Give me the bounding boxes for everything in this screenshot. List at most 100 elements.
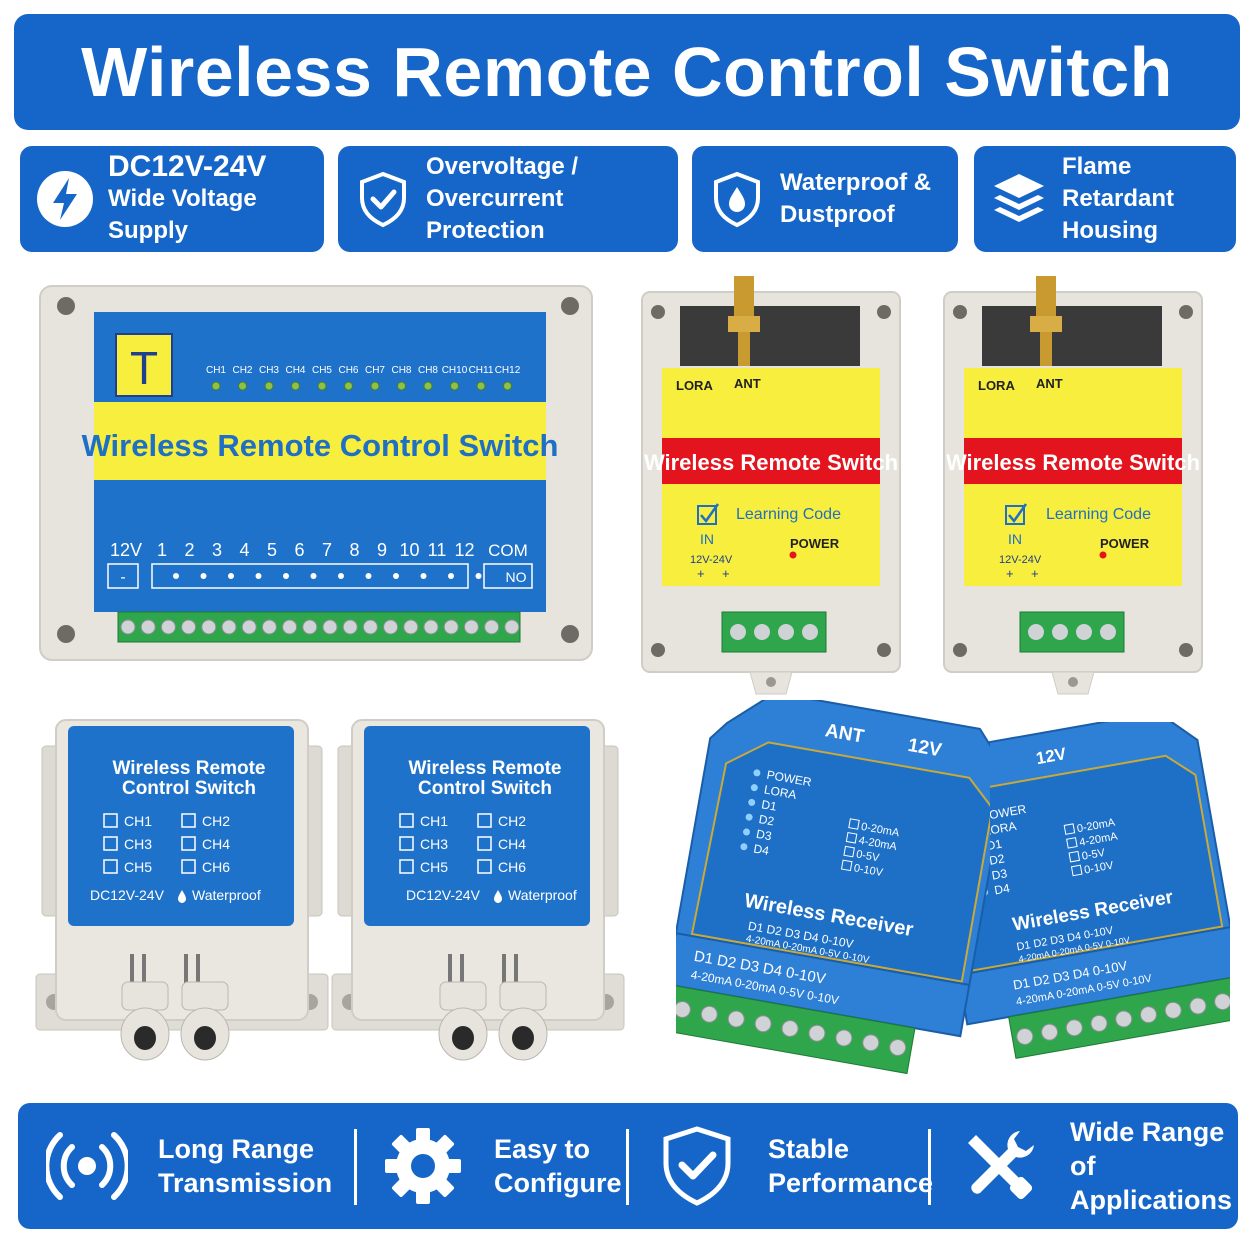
com-label: COM	[488, 541, 528, 560]
terminal-screw	[403, 619, 419, 635]
channel-label: CH3	[124, 836, 152, 852]
channel-label: CH8	[391, 365, 411, 376]
terminal-number: 6	[294, 540, 304, 560]
terminal-dot	[255, 573, 262, 579]
lora-label: LORA	[676, 378, 713, 393]
channel-led	[238, 381, 247, 391]
divider	[626, 1129, 629, 1205]
channel-label: CH3	[420, 836, 448, 852]
terminal-dot	[228, 573, 234, 579]
terminal-screw	[140, 619, 156, 635]
in-label: IN	[700, 531, 714, 547]
led-label: LORA	[983, 819, 1018, 838]
terminal-screw	[423, 619, 439, 635]
channel-led	[476, 381, 486, 391]
led-label: LORA	[763, 782, 798, 801]
power-label: POWER	[1100, 536, 1150, 551]
voltage-label: 12V-24V	[690, 554, 733, 566]
feature-flame-line1: Flame Retardant	[1062, 153, 1175, 212]
terminal-screw	[835, 1029, 853, 1047]
terminal-screw	[862, 1034, 880, 1052]
box-title-line1: Wireless Remote	[113, 758, 266, 779]
terminal-dot	[448, 573, 454, 579]
shield-check-icon	[663, 1126, 731, 1206]
voltage-label: 12V-24V	[999, 554, 1042, 566]
benefit-long-range-line1: Long Range	[158, 1134, 314, 1164]
wireless-signal-icon	[46, 1132, 128, 1200]
channel-label: CH8	[418, 365, 438, 376]
range-checkbox	[1063, 823, 1076, 835]
terminal-dot	[338, 573, 344, 579]
benefit-stable-line1: Stable	[768, 1134, 850, 1164]
box-voltage: DC12V-24V	[406, 887, 481, 903]
terminal-number: 5	[267, 540, 277, 560]
minus-label: +	[1031, 566, 1039, 581]
terminal-dot	[173, 573, 179, 579]
channel-checkbox	[477, 813, 492, 828]
terminal-dot	[393, 573, 399, 579]
range-checkbox	[1070, 864, 1083, 877]
feature-waterproof-line1: Waterproof &	[780, 169, 932, 196]
channel-led	[211, 381, 221, 391]
feature-flame: Flame Retardant Housing	[974, 146, 1236, 252]
terminal-screw	[484, 619, 500, 635]
channel-label: CH12	[495, 365, 521, 376]
terminal-dot	[200, 573, 207, 579]
terminal-number: 4	[239, 540, 249, 560]
led-label: D4	[993, 881, 1011, 898]
benefit-stable: Stable Performance	[656, 1103, 933, 1229]
range-label: 0-5V	[855, 848, 881, 864]
terminal-screw	[781, 1019, 799, 1037]
water-drop-shield-icon	[714, 171, 760, 228]
terminal-screw	[1090, 1014, 1108, 1032]
title-banner: Wireless Remote Control Switch	[14, 14, 1240, 130]
channel-led	[450, 381, 459, 391]
terminal-screw	[282, 619, 298, 635]
page-title: Wireless Remote Control Switch	[81, 33, 1173, 111]
lora-switch-body: LORA ANT Wireless Remote Switch Learning…	[943, 276, 1203, 695]
terminal-number: 1	[157, 540, 167, 560]
terminal-number: 10	[399, 540, 419, 560]
box-waterproof: Waterproof	[192, 887, 261, 903]
channel-led	[344, 381, 353, 391]
channel-label: CH1	[420, 813, 448, 829]
terminal-number: 12	[454, 540, 474, 560]
cable-gland-left	[120, 981, 170, 1061]
box-title-line2: Control Switch	[122, 778, 256, 799]
switch-title: Wireless Remote Switch	[946, 450, 1200, 475]
shield-check-icon	[360, 171, 406, 228]
box-title-line1: Wireless Remote	[409, 758, 562, 779]
status-led	[750, 784, 758, 792]
terminal-screw	[443, 619, 459, 635]
learning-code-label: Learning Code	[736, 506, 841, 523]
channel-checkbox	[103, 859, 118, 874]
product-lora-switch-a: LORA ANT Wireless Remote Switch Learning…	[641, 276, 901, 695]
range-checkbox	[843, 845, 855, 858]
terminal-number: 2	[184, 540, 194, 560]
terminal-screw	[889, 1038, 907, 1056]
product-lora-switch-b: LORA ANT Wireless Remote Switch Learning…	[943, 276, 1203, 695]
terminal-number: 8	[349, 540, 359, 560]
range-checkbox	[1066, 837, 1078, 849]
channel-label: CH6	[498, 859, 526, 875]
terminal-screw	[1139, 1006, 1157, 1024]
channel-leds	[211, 381, 512, 391]
benefit-stable-line2: Performance	[768, 1168, 934, 1198]
benefit-applications-line1: Wide Range	[1070, 1117, 1225, 1147]
lora-label: LORA	[978, 378, 1015, 393]
box-voltage: DC12V-24V	[90, 887, 165, 903]
water-drop-icon	[494, 890, 502, 903]
benefit-long-range: Long Range Transmission	[46, 1103, 332, 1229]
status-led	[743, 828, 751, 836]
channel-label: CH10	[442, 365, 468, 376]
channel-label: CH2	[232, 365, 252, 376]
terminal-screw	[302, 619, 318, 635]
ant-label: ANT	[734, 376, 761, 391]
terminal-number: 3	[212, 540, 222, 560]
terminal-screw	[160, 619, 176, 635]
box-title-line2: Control Switch	[418, 778, 552, 799]
terminal-screw	[120, 619, 136, 635]
